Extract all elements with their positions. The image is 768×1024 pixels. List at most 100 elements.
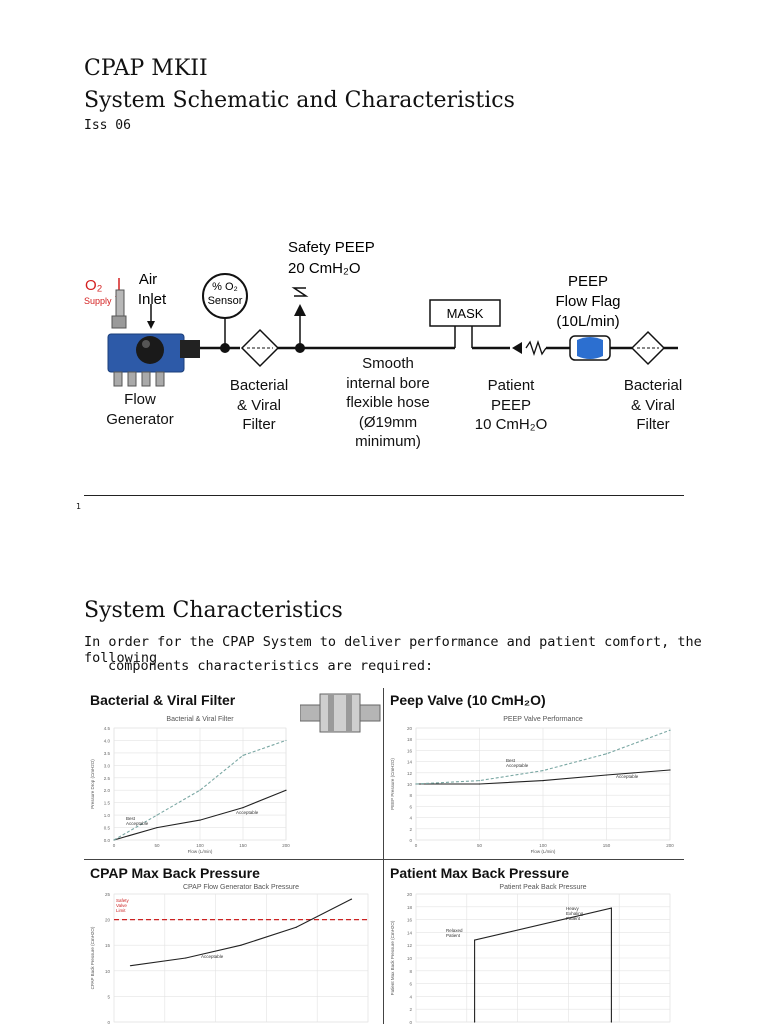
y-tick-label: 20	[105, 918, 111, 923]
data-point	[285, 739, 287, 742]
data-point	[478, 783, 481, 785]
o2-label: O₂	[85, 277, 103, 294]
data-point	[669, 769, 671, 771]
y-tick-label: 14	[407, 930, 413, 935]
y-tick-label: 2.5	[104, 776, 111, 781]
y-tick-label: 12	[407, 943, 413, 948]
document-subtitle: System Schematic and Characteristics	[84, 88, 515, 113]
data-point	[610, 1021, 612, 1023]
panel-divider-vertical	[383, 688, 384, 1024]
y-axis-label: CPAP Back Pressure (CmH2O)	[90, 926, 95, 989]
x-tick-label: 150	[603, 843, 611, 848]
x-tick-label: 50	[154, 843, 160, 848]
y-tick-label: 15	[105, 943, 111, 948]
paragraph-line-2: components characteristics are required:	[108, 658, 434, 674]
panel-heading-peep: Peep Valve (10 CmH₂O)	[390, 692, 546, 708]
chart-cpap: CPAP Flow Generator Back Pressure 0 5 10 15 2…	[90, 884, 369, 1024]
y-tick-label: 6	[409, 804, 412, 809]
x-tick-label: 200	[282, 843, 290, 848]
panel-divider-horizontal	[84, 859, 684, 860]
chart-peep: PEEP Valve Performance024681012141618200…	[390, 716, 674, 854]
data-point	[610, 907, 612, 909]
chart-title: Bacterial & Viral Filter	[166, 716, 234, 723]
data-point	[240, 944, 242, 946]
o2-supply-label: Supply	[84, 296, 112, 306]
data-point	[285, 789, 287, 791]
x-axis-label: Flow (L/min)	[188, 849, 213, 854]
data-point	[415, 783, 417, 785]
y-tick-label: 4	[409, 816, 412, 821]
y-tick-label: 1.5	[104, 801, 111, 806]
data-point	[478, 780, 481, 782]
mask-label: MASK	[447, 306, 484, 321]
data-point	[156, 826, 158, 829]
issue-label: Iss 06	[84, 118, 131, 133]
x-axis-label: Flow (L/min)	[531, 849, 556, 854]
safety-peep-valve	[294, 304, 306, 316]
data-point	[542, 780, 544, 782]
mask-box	[429, 299, 501, 327]
y-tick-label: 2.0	[104, 788, 111, 793]
y-tick-label: 20	[407, 892, 413, 897]
plot-area	[113, 893, 369, 1023]
y-tick-label: 14	[407, 760, 413, 765]
data-point	[242, 807, 244, 809]
y-tick-label: 3.0	[104, 763, 111, 768]
data-point	[542, 769, 544, 772]
x-tick-label: 100	[196, 843, 204, 848]
footnote-rule	[84, 495, 684, 496]
y-tick-label: 5	[107, 994, 110, 999]
y-tick-label: 20	[407, 726, 413, 731]
chart-title: CPAP Flow Generator Back Pressure	[183, 884, 299, 891]
x-tick-label: 100	[539, 843, 547, 848]
y-tick-label: 10	[105, 969, 111, 974]
y-tick-label: 0.5	[104, 826, 111, 831]
data-point	[185, 957, 187, 959]
y-tick-label: 2	[409, 827, 412, 832]
panel-heading-filter: Bacterial & Viral Filter	[90, 692, 236, 708]
y-tick-label: 0.0	[104, 838, 111, 843]
y-tick-label: 16	[407, 918, 413, 923]
data-point	[199, 789, 201, 791]
y-tick-label: 10	[407, 782, 413, 787]
data-point	[605, 774, 608, 776]
y-tick-label: 0	[107, 1020, 110, 1024]
data-point	[350, 898, 353, 900]
patient-peep-valve	[512, 342, 522, 354]
data-point	[669, 729, 671, 731]
data-point	[113, 839, 115, 841]
data-point	[242, 754, 244, 756]
y-tick-label: 18	[407, 905, 413, 910]
y-tick-label: 8	[409, 793, 412, 798]
panel-heading-cpap: CPAP Max Back Pressure	[90, 865, 260, 881]
y-tick-label: 4.0	[104, 738, 111, 743]
x-tick-label: 0	[113, 843, 116, 848]
y-tick-label: 10	[407, 956, 413, 961]
document-title: CPAP MKII	[84, 56, 208, 81]
y-tick-label: 8	[409, 969, 412, 974]
panel-heading-patient: Patient Max Back Pressure	[390, 865, 569, 881]
filter-photo	[300, 693, 381, 733]
data-point	[129, 965, 132, 967]
paragraph-line-1: In order for the CPAP System to deliver …	[84, 634, 702, 666]
chart-title: PEEP Valve Performance	[503, 716, 583, 723]
y-tick-label: 6	[409, 982, 412, 987]
y-tick-label: 2	[409, 1007, 412, 1012]
footnote-marker: 1	[76, 502, 82, 511]
x-tick-label: 200	[666, 843, 674, 848]
flow-generator-device	[107, 289, 200, 387]
y-tick-label: 0	[409, 1020, 412, 1024]
y-tick-label: 4.5	[104, 726, 111, 731]
y-tick-label: 1.0	[104, 813, 111, 818]
